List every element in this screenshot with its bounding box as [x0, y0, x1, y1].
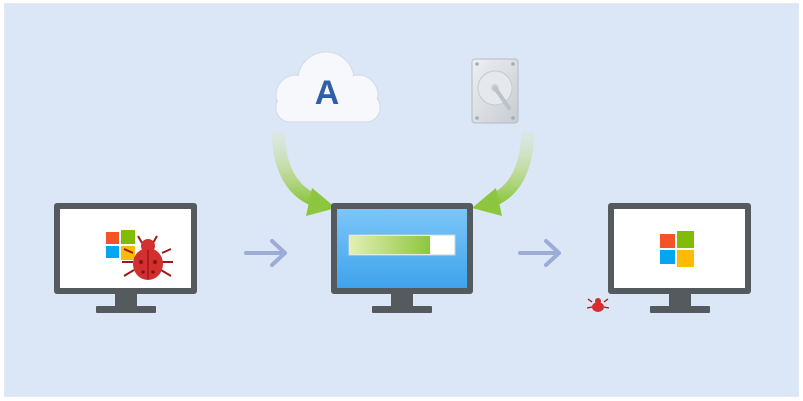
progress-fill: [350, 236, 431, 254]
cloud-icon: A: [275, 51, 381, 123]
progress-bar: [348, 234, 456, 256]
restoring-monitor: [331, 203, 473, 313]
clean-monitor: [608, 203, 751, 313]
windows-logo-icon: [106, 230, 135, 260]
cloud-letter: A: [315, 74, 340, 112]
infected-monitor: [54, 203, 197, 313]
bug-body: [133, 239, 163, 280]
diagram-canvas: [4, 3, 799, 397]
hard-drive-icon: [471, 58, 519, 124]
drive-to-pc-arrow: [472, 131, 535, 216]
right-arrow-icon: [244, 239, 287, 267]
windows-logo-icon: [660, 231, 694, 267]
cloud-to-pc-arrow: [271, 131, 336, 216]
right-arrow-icon: [518, 239, 561, 267]
bug-icon: [122, 235, 173, 277]
removed-bug-icon: [586, 298, 610, 312]
